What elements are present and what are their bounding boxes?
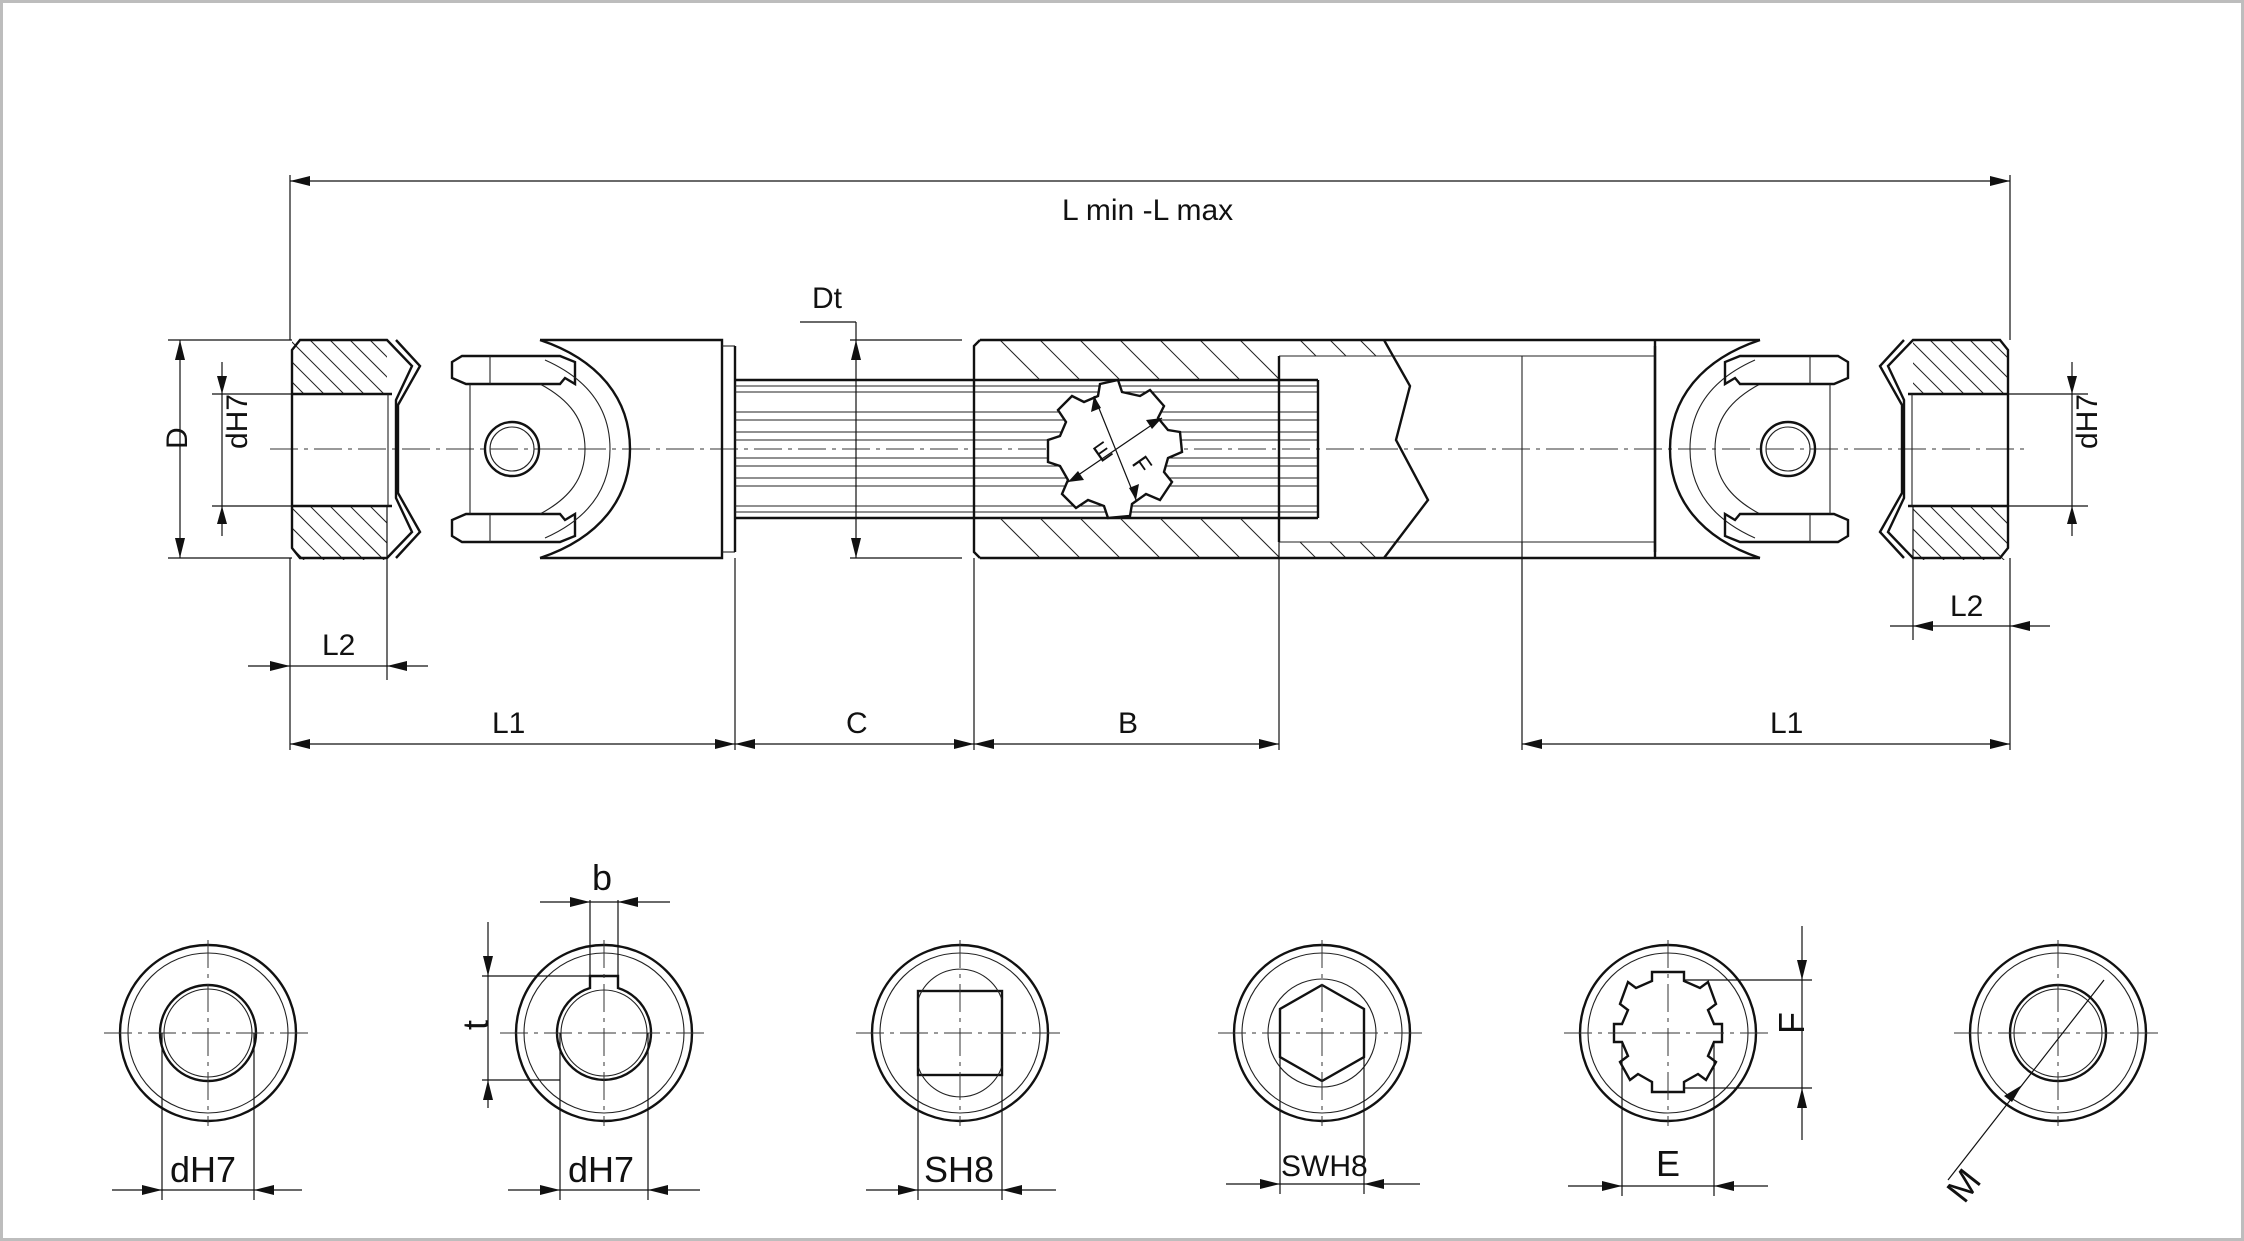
dimension-chain: L1 C B L1 [290,542,2010,750]
label-outer-diameter: D [161,427,194,449]
label-key-width: b [592,857,612,898]
dimension-outer-diameter: D [161,339,292,559]
label-hub-depth-left: L2 [322,629,355,662]
label-bore-right: dH7 [2071,394,2104,449]
dimension-bore-left: dH7 [212,362,292,536]
label-bore-left: dH7 [221,394,254,449]
label-tube-length: B [1118,707,1138,740]
label-joint-length-right: L1 [1770,707,1803,740]
label-overall-length: L min -L max [1062,194,1233,227]
dimension-hub-depth-left: L2 [248,506,428,750]
left-hub [290,338,422,560]
spline-shaft [735,378,1320,520]
dimension-bore-right: dH7 [2008,362,2104,536]
label-joint-length-left: L1 [492,707,525,740]
label-hub-depth-right: L2 [1950,590,1983,623]
label-section-square-bore: SH8 [924,1149,994,1190]
section-keyway-bore: b t dH7 [455,857,708,1200]
label-section-keyway-bore: dH7 [568,1149,634,1190]
right-universal-joint [1653,338,1905,560]
section-spline-bore: F E [1564,926,1812,1196]
shaft-side-view: E F [161,175,2104,750]
label-spline-e: E [1656,1143,1680,1184]
label-key-depth: t [455,1020,496,1030]
dimension-hub-depth-right: L2 [1890,506,2050,750]
spline-section-overlay: E F [1046,378,1184,520]
label-spline-f: F [1771,1012,1812,1034]
dimension-overall-length: L min -L max [289,175,2011,340]
right-hub [1886,338,2010,560]
label-section-hex-bore: SWH8 [1281,1150,1368,1183]
label-shaft-length: C [846,707,868,740]
section-square-bore: SH8 [856,940,1064,1200]
label-tube-diameter: Dt [812,282,843,315]
dimension-tube-diameter: Dt [800,282,962,559]
section-round-bore: dH7 [104,940,312,1200]
label-section-round-bore: dH7 [170,1149,236,1190]
section-hex-bore: SWH8 [1218,940,1426,1194]
